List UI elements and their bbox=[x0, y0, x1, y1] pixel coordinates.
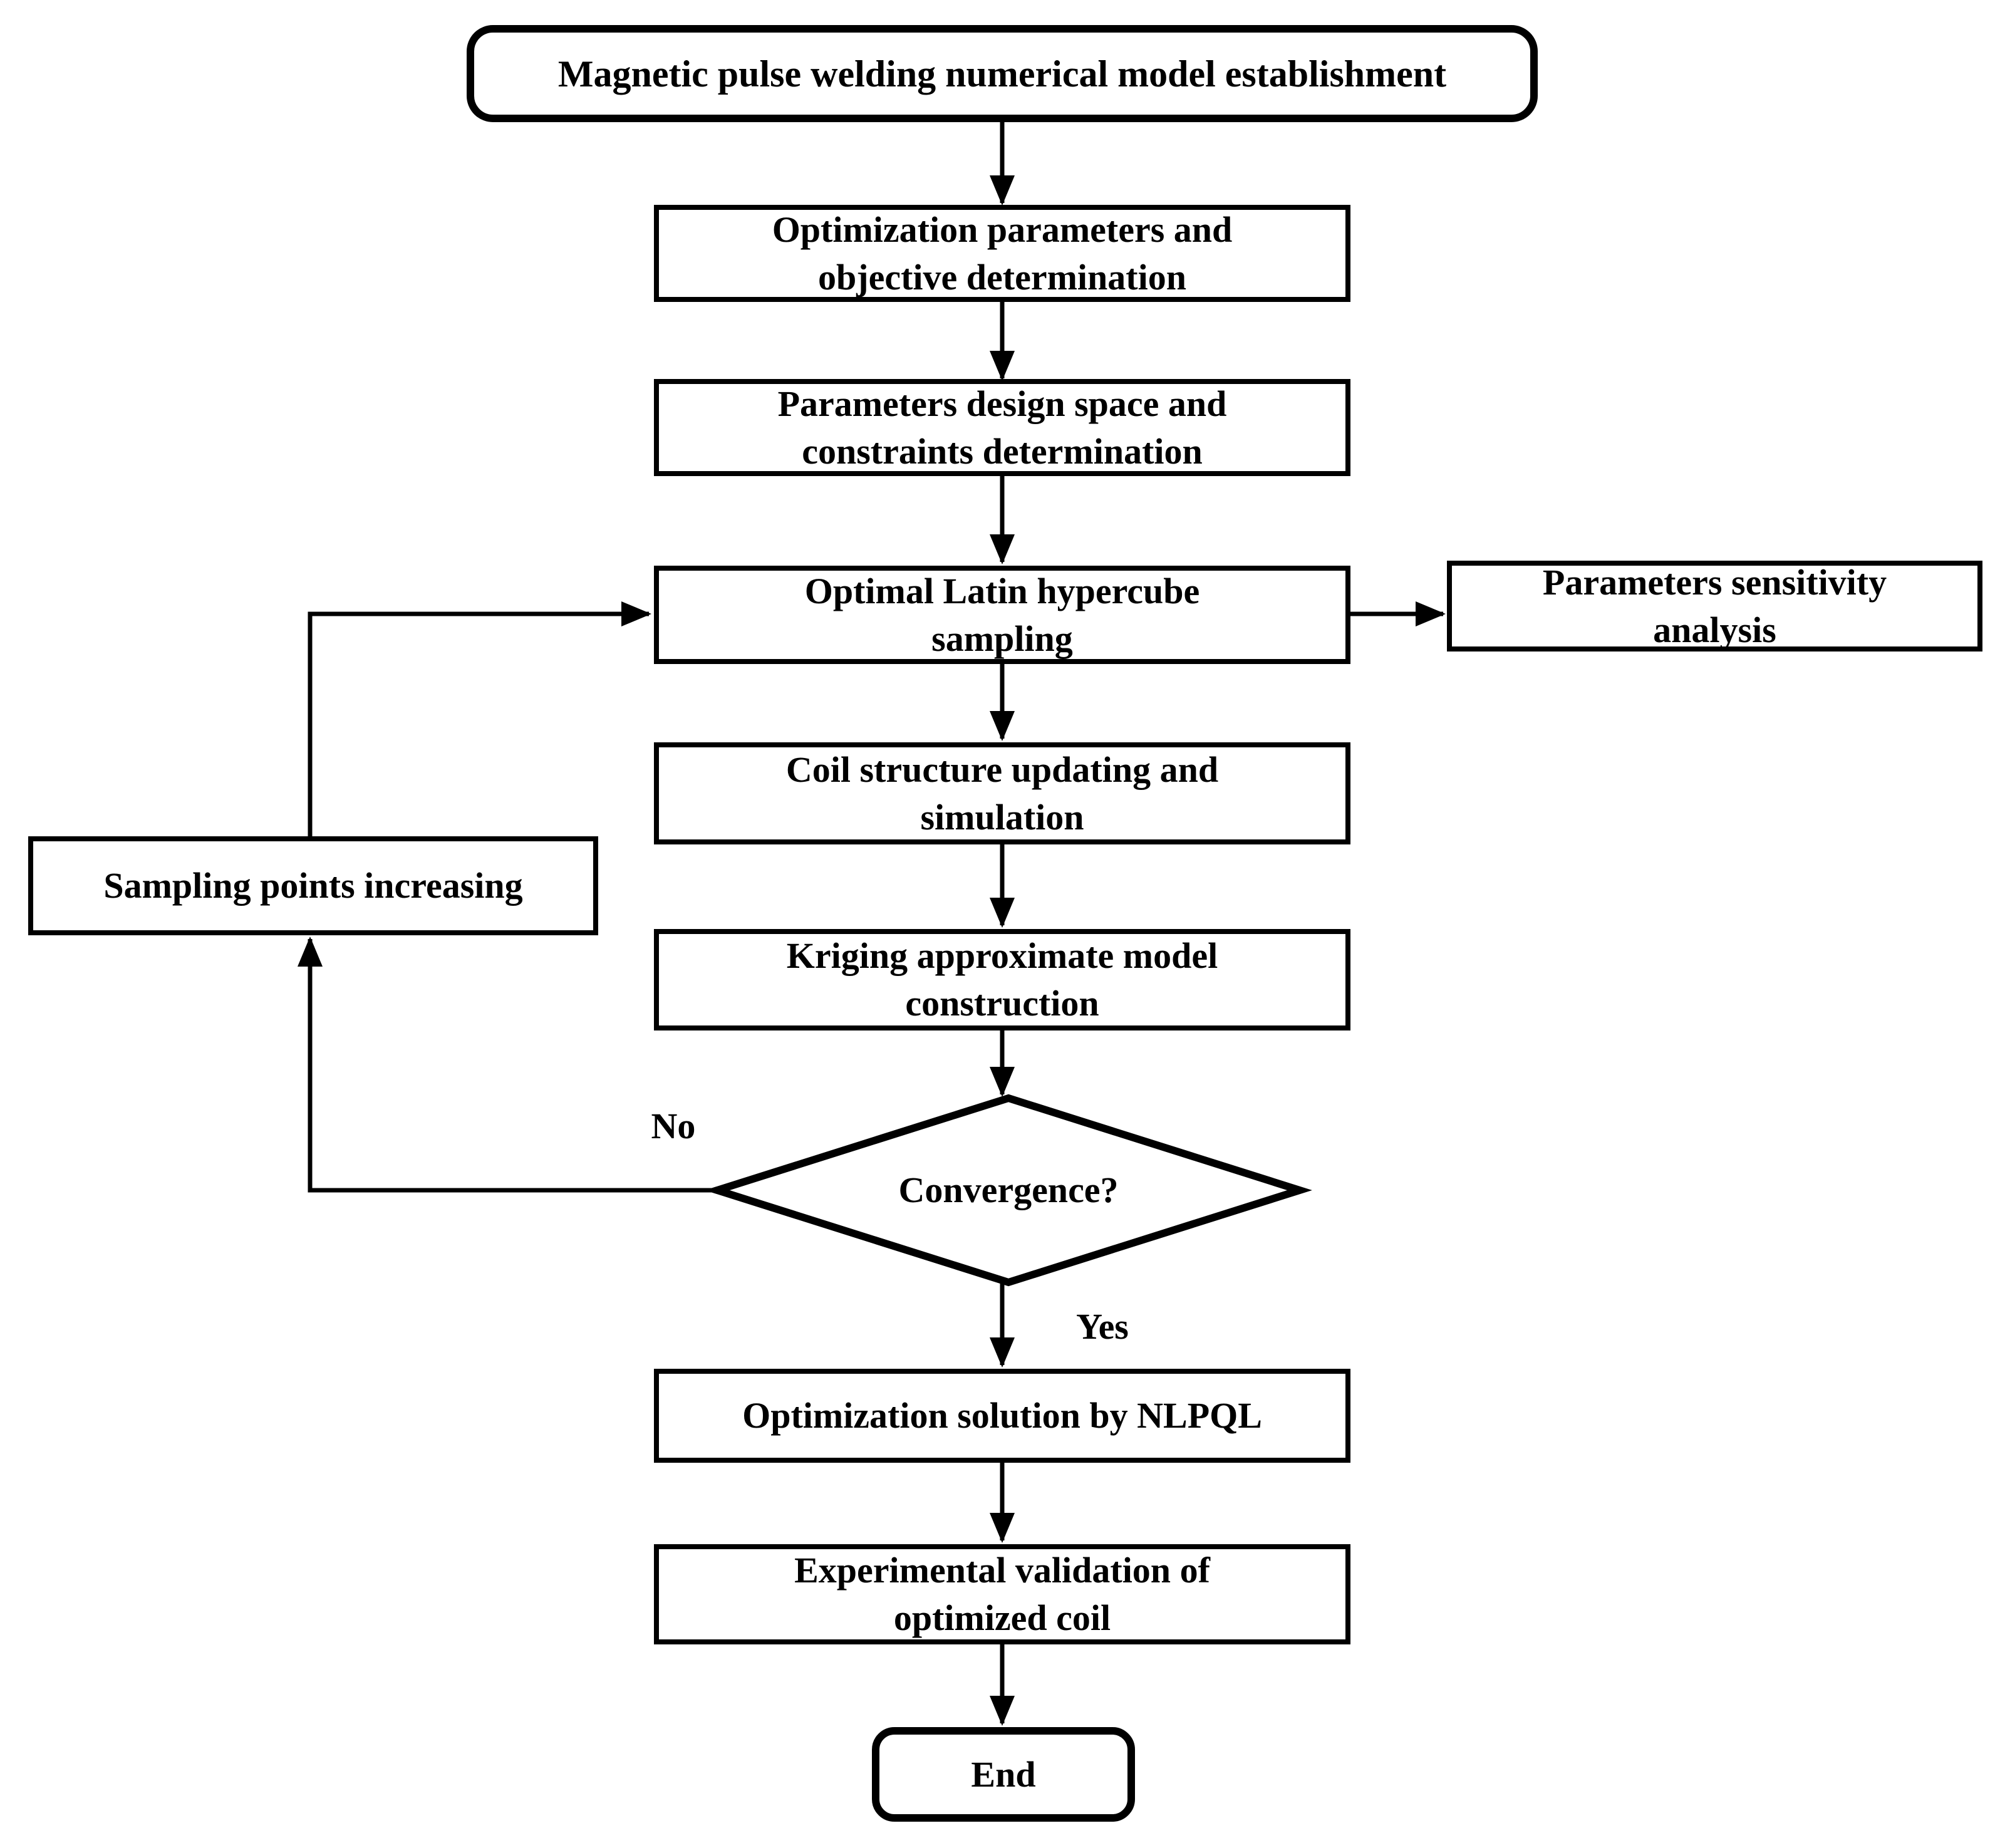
node-start-label: Magnetic pulse welding numerical model e… bbox=[557, 53, 1447, 95]
node-latin-hypercube-line2: sampling bbox=[931, 618, 1073, 659]
node-convergence-label: Convergence? bbox=[898, 1170, 1119, 1210]
node-sampling-points: Sampling points increasing bbox=[28, 836, 598, 935]
node-end-label: End bbox=[971, 1753, 1036, 1795]
node-experimental-validation: Experimental validation of optimized coi… bbox=[654, 1544, 1350, 1644]
node-sensitivity-analysis-line1: Parameters sensitivity bbox=[1542, 561, 1887, 603]
edge-label-no-text: No bbox=[651, 1105, 696, 1146]
node-kriging-model: Kriging approximate model construction bbox=[654, 929, 1350, 1030]
node-end: End bbox=[872, 1727, 1135, 1822]
node-optimization-parameters-line1: Optimization parameters and bbox=[772, 209, 1233, 250]
node-coil-structure-line1: Coil structure updating and bbox=[785, 749, 1219, 790]
edge-label-yes: Yes bbox=[1043, 1292, 1162, 1361]
node-design-space-line2: constraints determination bbox=[802, 430, 1203, 472]
node-nlpql-label: Optimization solution by NLPQL bbox=[742, 1395, 1262, 1436]
node-optimization-parameters-line2: objective determination bbox=[818, 256, 1186, 298]
node-experimental-validation-line2: optimized coil bbox=[893, 1597, 1111, 1638]
arrow-convergence-no-to-sampling bbox=[298, 937, 717, 1193]
node-coil-structure: Coil structure updating and simulation bbox=[654, 742, 1350, 844]
node-optimization-parameters: Optimization parameters and objective de… bbox=[654, 205, 1350, 302]
node-latin-hypercube-line1: Optimal Latin hypercube bbox=[804, 570, 1200, 611]
arrow-sampling-to-latin bbox=[308, 601, 651, 836]
node-sensitivity-analysis-line2: analysis bbox=[1653, 609, 1776, 650]
convergence-diamond-shape bbox=[705, 1094, 1312, 1287]
node-latin-hypercube: Optimal Latin hypercube sampling bbox=[654, 566, 1350, 664]
node-kriging-model-line2: construction bbox=[905, 983, 1099, 1024]
node-sampling-points-label: Sampling points increasing bbox=[103, 865, 523, 906]
node-design-space-line1: Parameters design space and bbox=[777, 383, 1227, 424]
node-design-space: Parameters design space and constraints … bbox=[654, 379, 1350, 476]
node-nlpql: Optimization solution by NLPQL bbox=[654, 1369, 1350, 1463]
edge-label-yes-text: Yes bbox=[1076, 1306, 1129, 1347]
node-coil-structure-line2: simulation bbox=[920, 796, 1084, 838]
edge-label-no: No bbox=[620, 1091, 727, 1160]
node-start: Magnetic pulse welding numerical model e… bbox=[467, 25, 1538, 122]
node-sensitivity-analysis: Parameters sensitivity analysis bbox=[1447, 561, 1982, 651]
node-experimental-validation-line1: Experimental validation of bbox=[794, 1550, 1210, 1591]
node-kriging-model-line1: Kriging approximate model bbox=[786, 935, 1218, 976]
node-convergence-diamond: Convergence? bbox=[717, 1098, 1300, 1282]
